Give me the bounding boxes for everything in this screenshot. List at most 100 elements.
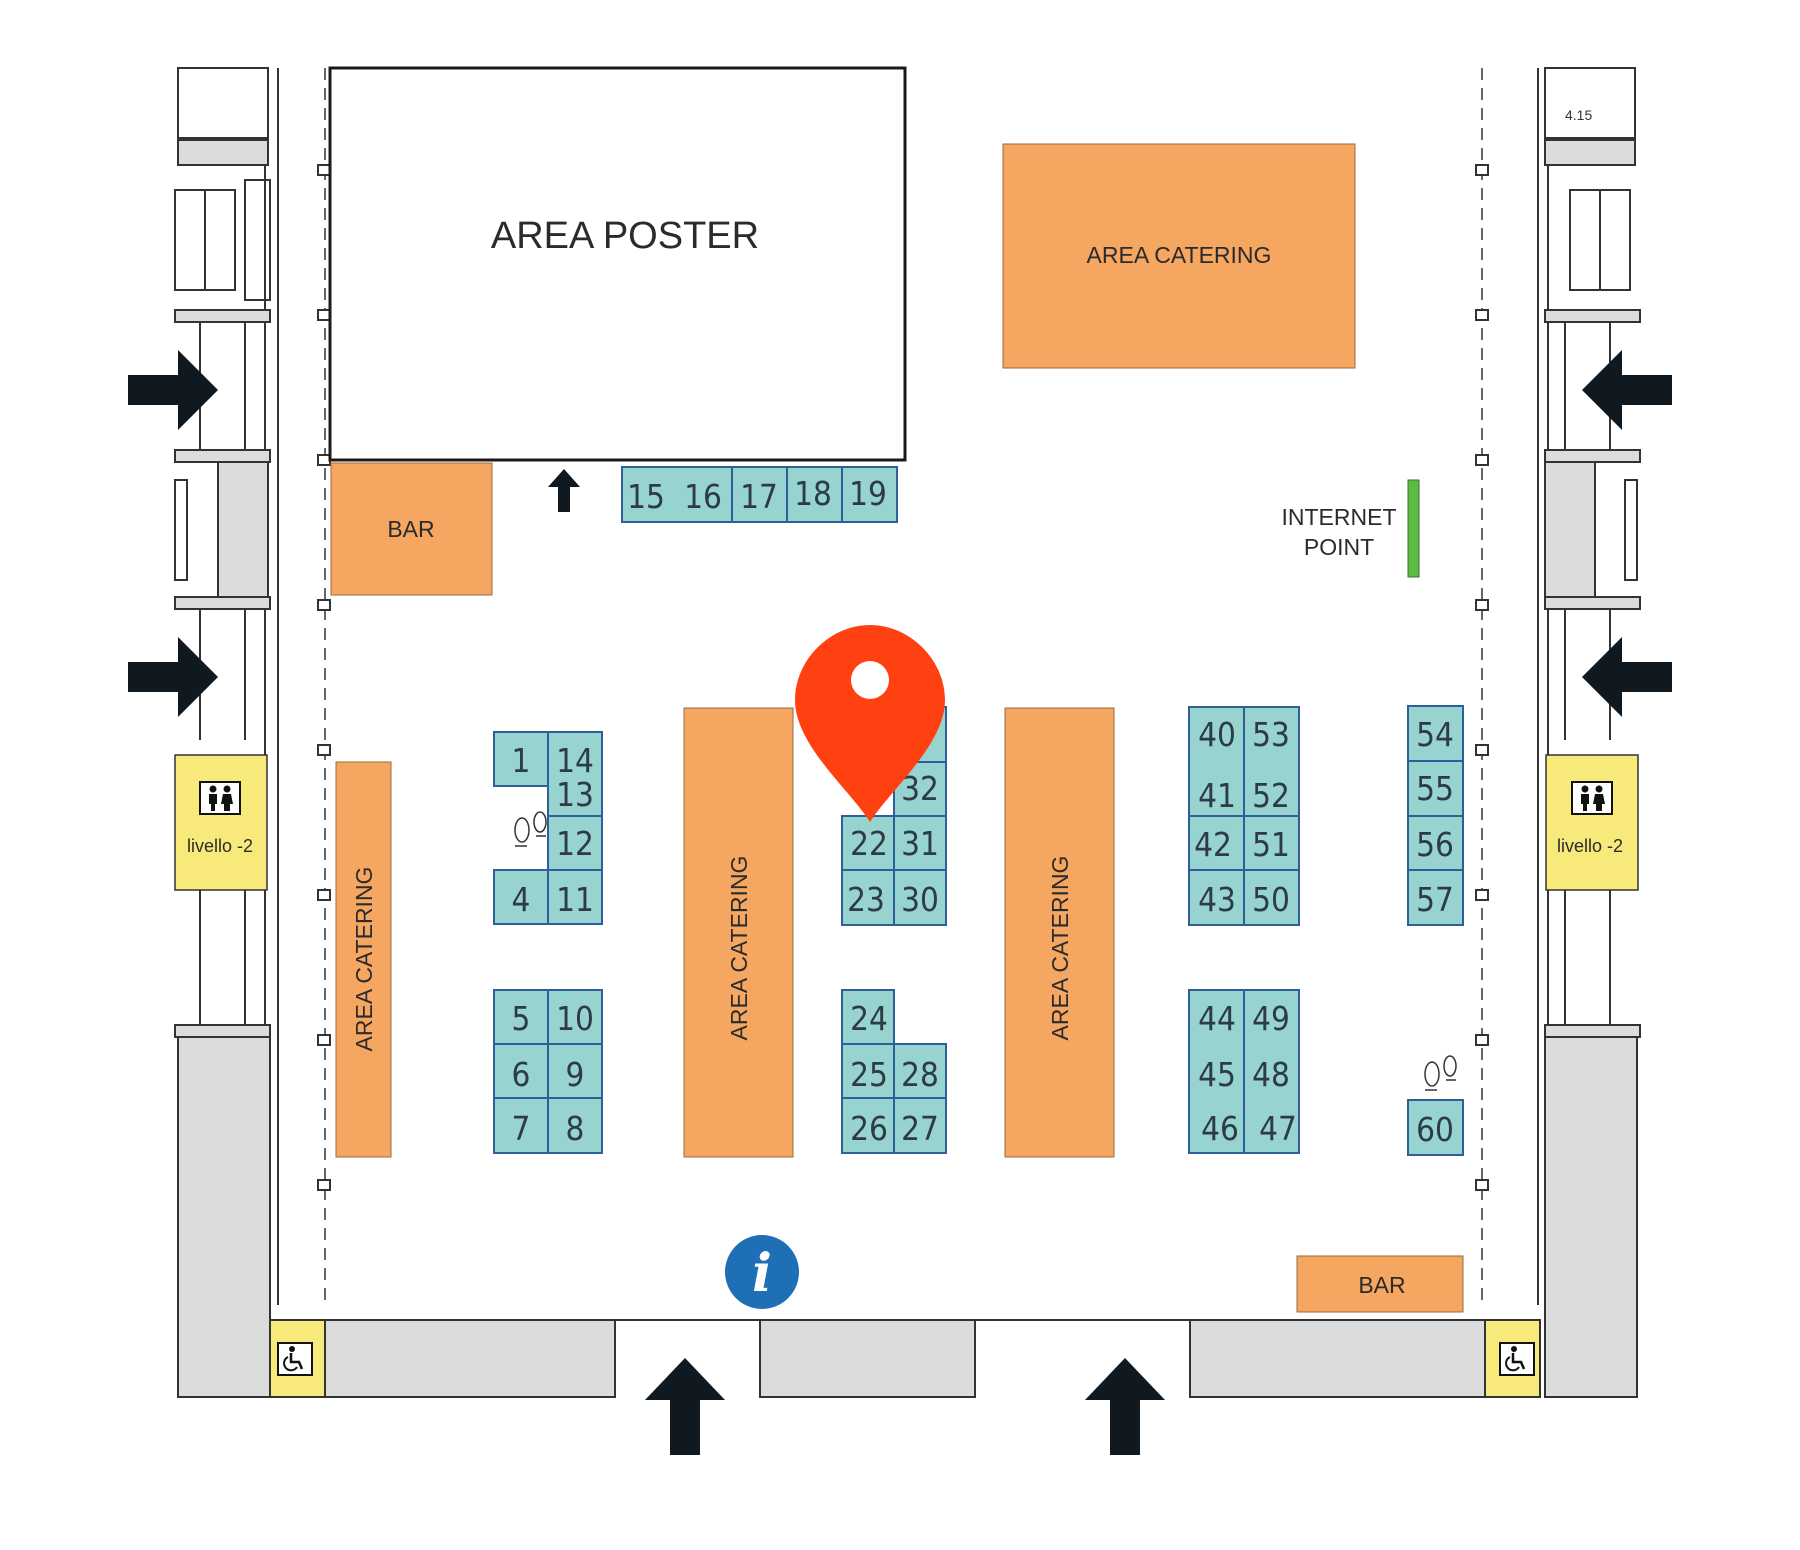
booth-cell[interactable] bbox=[1243, 706, 1300, 818]
booth-number: 52 bbox=[1252, 776, 1290, 815]
booth-number: 32 bbox=[901, 769, 939, 808]
restroom-icon bbox=[1571, 781, 1613, 815]
booth-cell[interactable] bbox=[1188, 989, 1245, 1154]
booth-cell[interactable] bbox=[1188, 706, 1245, 818]
booth-cell[interactable] bbox=[547, 989, 603, 1045]
booth-number: 5 bbox=[512, 999, 531, 1038]
bar-bottom-right: BAR bbox=[1296, 1255, 1464, 1313]
booth-cell[interactable] bbox=[547, 869, 603, 925]
booth-number: 19 bbox=[849, 474, 887, 513]
internet-point-label-1: INTERNET bbox=[1282, 504, 1397, 530]
restroom-left: livello -2 bbox=[174, 754, 268, 891]
booth-number: 14 bbox=[556, 741, 594, 780]
booth-cell[interactable] bbox=[547, 1097, 603, 1154]
booth-number: 26 bbox=[850, 1109, 888, 1148]
livello-right-label: livello -2 bbox=[1557, 836, 1623, 856]
booth-number: 56 bbox=[1416, 825, 1454, 864]
booth-number: 1 bbox=[512, 741, 531, 780]
footprints-icon bbox=[514, 811, 547, 847]
booth-number: 23 bbox=[847, 880, 885, 919]
booth-number: 47 bbox=[1259, 1109, 1297, 1148]
booth-number: 60 bbox=[1416, 1110, 1454, 1149]
booth-cell[interactable] bbox=[893, 869, 947, 926]
booth-cell[interactable] bbox=[841, 869, 895, 926]
booth-cell[interactable] bbox=[731, 466, 788, 523]
arrow-icon bbox=[128, 350, 218, 430]
booth-number: 6 bbox=[512, 1055, 531, 1094]
footprints-icon bbox=[1424, 1055, 1457, 1091]
booth-number: 7 bbox=[512, 1109, 531, 1148]
booth-number: 22 bbox=[850, 824, 888, 863]
booth-cell[interactable] bbox=[1407, 760, 1464, 817]
booth-cell[interactable] bbox=[1243, 815, 1300, 872]
booth-number: 31 bbox=[901, 824, 939, 863]
arrow-icon bbox=[128, 637, 218, 717]
restroom-icon bbox=[199, 781, 241, 815]
internet-point-label-2: POINT bbox=[1304, 534, 1374, 560]
bar-bottom-right-label: BAR bbox=[1358, 1272, 1405, 1298]
booth-number: 44 bbox=[1198, 999, 1236, 1038]
wheelchair-icon bbox=[277, 1342, 313, 1376]
booth-cell[interactable] bbox=[1188, 869, 1245, 926]
booth-cell[interactable] bbox=[893, 1097, 947, 1154]
booth-number: 53 bbox=[1252, 715, 1290, 754]
booth-number: 45 bbox=[1198, 1055, 1236, 1094]
booth-number: 27 bbox=[901, 1109, 939, 1148]
booth-number: 50 bbox=[1252, 880, 1290, 919]
catering-area-left: AREA CATERING bbox=[335, 761, 392, 1158]
booth-number: 8 bbox=[566, 1109, 585, 1148]
booth-number: 11 bbox=[556, 880, 594, 919]
right-columns bbox=[1475, 164, 1489, 1191]
booth-number: 9 bbox=[566, 1055, 585, 1094]
booth-number: 42 bbox=[1194, 825, 1232, 864]
booth-cell[interactable] bbox=[493, 1043, 549, 1099]
booth-cell[interactable] bbox=[1407, 869, 1464, 926]
booth-cell[interactable] bbox=[841, 466, 898, 523]
catering-top-label: AREA CATERING bbox=[1087, 242, 1272, 268]
booth-cell[interactable] bbox=[493, 731, 549, 787]
booth-number: 15 bbox=[627, 477, 665, 516]
booth-cell[interactable] bbox=[1407, 705, 1464, 762]
booth-number: 48 bbox=[1252, 1055, 1290, 1094]
booth-number: 46 bbox=[1201, 1109, 1239, 1148]
map-pin-icon[interactable] bbox=[795, 625, 945, 822]
booth-cell[interactable] bbox=[841, 989, 895, 1046]
booth-cell[interactable] bbox=[493, 1097, 549, 1154]
booth-number: 54 bbox=[1416, 715, 1454, 754]
left-wall-structure bbox=[174, 67, 1541, 1398]
booth-number: 24 bbox=[850, 999, 888, 1038]
booth-cell[interactable] bbox=[1188, 815, 1245, 872]
booth-cell[interactable] bbox=[786, 466, 843, 523]
booth-number: 30 bbox=[901, 880, 939, 919]
booth-number: 17 bbox=[740, 477, 778, 516]
booth-number: 25 bbox=[850, 1055, 888, 1094]
arrow-icon bbox=[1582, 350, 1672, 430]
area-poster: AREA POSTER bbox=[328, 66, 907, 462]
booths: 1516171819114131241151069782932223123302… bbox=[493, 466, 1464, 1156]
info-icon[interactable]: i bbox=[725, 1235, 799, 1309]
booth-cell[interactable] bbox=[493, 869, 549, 925]
booth-number: 57 bbox=[1416, 880, 1454, 919]
booth-cell[interactable] bbox=[621, 466, 733, 523]
left-columns bbox=[317, 164, 331, 1191]
booth-cell[interactable] bbox=[1407, 1099, 1464, 1156]
bar-top-left: BAR bbox=[330, 462, 493, 596]
info-icon-glyph: i bbox=[752, 1243, 772, 1304]
booth-cell[interactable] bbox=[841, 1097, 895, 1154]
restroom-right: livello -2 bbox=[1545, 754, 1639, 891]
arrow-icon bbox=[1582, 637, 1672, 717]
catering-area-center-left: AREA CATERING bbox=[683, 707, 794, 1158]
catering-area-center-right: AREA CATERING bbox=[1004, 707, 1115, 1158]
booth-number: 13 bbox=[556, 775, 594, 814]
booth-cell[interactable] bbox=[1243, 989, 1300, 1154]
booth-number: 49 bbox=[1252, 999, 1290, 1038]
booth-cell[interactable] bbox=[1407, 815, 1464, 872]
arrow-icon bbox=[548, 469, 580, 512]
booth-cell[interactable] bbox=[893, 1043, 947, 1100]
booth-number: 10 bbox=[556, 999, 594, 1038]
booth-cell[interactable] bbox=[547, 1043, 603, 1099]
catering-center-left-label: AREA CATERING bbox=[726, 856, 752, 1041]
booth-number: 40 bbox=[1198, 715, 1236, 754]
booth-cell[interactable] bbox=[1243, 869, 1300, 926]
